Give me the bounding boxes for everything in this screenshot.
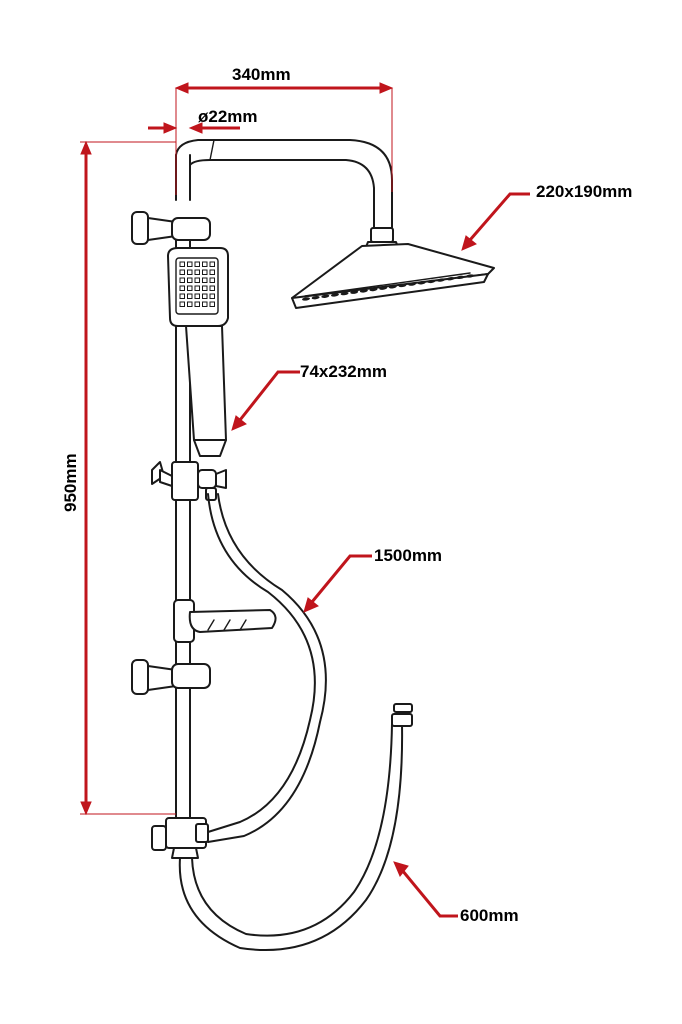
nozzle [194,301,200,307]
nozzle [202,277,208,283]
nozzle [187,285,193,291]
nozzle [202,261,208,267]
head-size-leader: 220x190mm [461,182,632,251]
nozzle [194,285,200,291]
nozzle [187,269,193,275]
nozzle [187,301,193,307]
nozzle [179,301,185,307]
label-22mm: ø22mm [198,107,258,126]
nozzle [202,285,208,291]
nozzle [179,277,185,283]
nozzle [194,269,200,275]
head-nozzle [446,277,455,281]
head-nozzle [359,289,368,293]
label-950mm: 950mm [61,453,80,512]
hand-shower-holder [151,461,227,501]
label-1500mm: 1500mm [374,546,442,565]
diverter-valve [151,817,209,859]
head-nozzle [321,294,330,298]
nozzle [202,269,208,275]
head-nozzle [369,287,378,292]
nozzle [187,261,193,267]
head-nozzle [302,297,310,301]
head-nozzle [388,285,397,289]
nozzle [202,293,208,299]
soap-dish [173,599,277,643]
dimension-annotations: 340mm ø22mm 950mm 220x190mm 74x232mm [61,65,632,925]
nozzle [187,277,193,283]
head-nozzle [466,274,474,278]
nozzle [202,301,208,307]
nozzle [209,277,215,283]
top-wall-bracket [131,211,211,245]
head-nozzle [408,282,417,286]
nozzle [209,269,215,275]
label-74x232mm: 74x232mm [300,362,387,381]
long-hose-leader: 1500mm [303,546,442,613]
width-dimension: 340mm [174,65,394,195]
bottom-wall-bracket [131,659,211,695]
label-600mm: 600mm [460,906,519,925]
nozzle [179,293,185,299]
nozzle [209,293,215,299]
nozzle [179,285,185,291]
height-dimension: 950mm [61,140,176,816]
head-nozzle [379,286,388,290]
nozzle [194,261,200,267]
hand-shower-nozzles [179,261,215,307]
overhead-arm [175,139,393,231]
diameter-dimension: ø22mm [148,107,258,134]
inlet-hose-600 [178,703,413,951]
nozzle [194,277,200,283]
head-nozzle [417,281,426,285]
shower-hose-1500 [207,493,327,843]
head-nozzle [350,290,359,294]
nozzle [209,301,215,307]
label-220x190mm: 220x190mm [536,182,632,201]
head-nozzle [311,295,320,300]
label-340mm: 340mm [232,65,291,84]
hand-shower [167,247,229,457]
head-nozzle [398,283,407,288]
nozzle [209,285,215,291]
short-hose-leader: 600mm [393,861,519,925]
head-nozzle [437,278,446,282]
nozzle [209,261,215,267]
head-nozzle [330,293,339,297]
head-nozzle [340,291,349,296]
nozzle [187,293,193,299]
nozzle [179,269,185,275]
rain-shower-head [291,243,495,309]
nozzle [179,261,185,267]
head-nozzle [427,279,436,284]
hand-size-leader: 74x232mm [231,362,387,431]
head-nozzles [302,274,474,301]
head-nozzle [456,275,465,280]
nozzle [194,293,200,299]
